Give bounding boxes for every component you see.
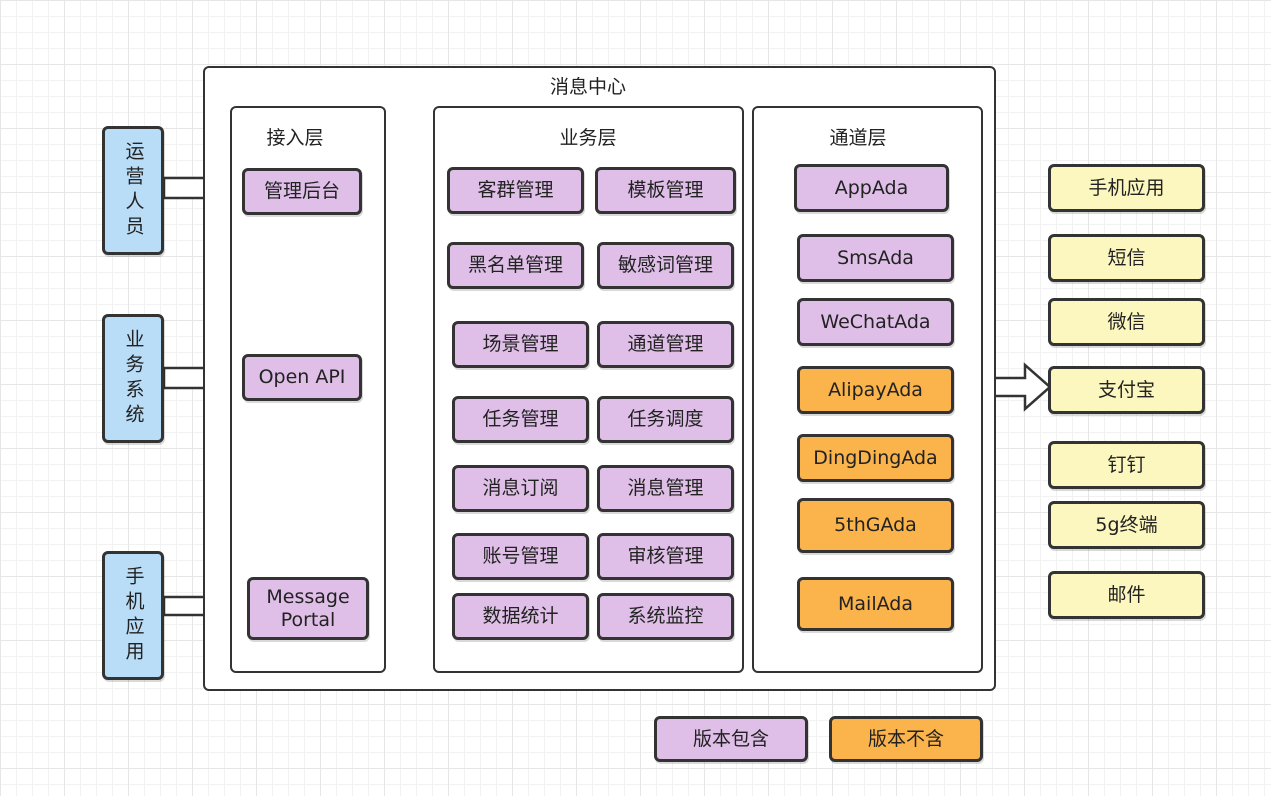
access-admin-console: 管理后台 (242, 168, 362, 215)
legend-excluded: 版本不含 (829, 716, 983, 762)
channel-wechatada: WeChatAda (797, 298, 954, 346)
biz-system-monitor: 系统监控 (597, 593, 734, 640)
biz-account: 账号管理 (452, 533, 589, 580)
channel-layer-title: 通道层 (829, 127, 887, 149)
target-alipay: 支付宝 (1048, 366, 1205, 414)
biz-sensitive-words: 敏感词管理 (597, 242, 734, 289)
legend-included: 版本包含 (654, 716, 808, 762)
channel-alipayada: AlipayAda (797, 366, 954, 414)
biz-scene: 场景管理 (452, 321, 589, 368)
access-layer-title: 接入层 (266, 127, 324, 149)
target-wechat: 微信 (1048, 298, 1205, 346)
biz-message: 消息管理 (597, 465, 734, 512)
access-open-api: Open API (242, 354, 362, 401)
biz-data-statistics: 数据统计 (452, 593, 589, 640)
target-mobile-app: 手机应用 (1048, 164, 1205, 212)
message-center-title: 消息中心 (549, 76, 626, 98)
biz-blacklist: 黑名单管理 (447, 242, 584, 289)
biz-channel: 通道管理 (597, 321, 734, 368)
target-dingtalk: 钉钉 (1048, 441, 1205, 489)
business-layer-title: 业务层 (559, 127, 617, 149)
channel-dingdingada: DingDingAda (797, 434, 954, 482)
target-email: 邮件 (1048, 571, 1205, 619)
target-sms: 短信 (1048, 234, 1205, 282)
biz-template: 模板管理 (595, 167, 736, 214)
biz-task: 任务管理 (452, 396, 589, 443)
access-message-portal: Message Portal (247, 577, 369, 640)
channel-5thgada: 5thGAda (797, 498, 954, 553)
channel-appada: AppAda (794, 164, 949, 212)
actor-mobile-app: 手机应用 (102, 551, 164, 680)
actor-operators: 运营人员 (102, 126, 164, 255)
channel-mailada: MailAda (797, 577, 954, 631)
biz-task-scheduling: 任务调度 (597, 396, 734, 443)
actor-business-system: 业务系统 (102, 314, 164, 443)
biz-message-subscription: 消息订阅 (452, 465, 589, 512)
biz-customer-group: 客群管理 (447, 167, 584, 214)
target-5g-terminal: 5g终端 (1048, 501, 1205, 549)
biz-audit: 审核管理 (597, 533, 734, 580)
channel-smsada: SmsAda (797, 234, 954, 282)
